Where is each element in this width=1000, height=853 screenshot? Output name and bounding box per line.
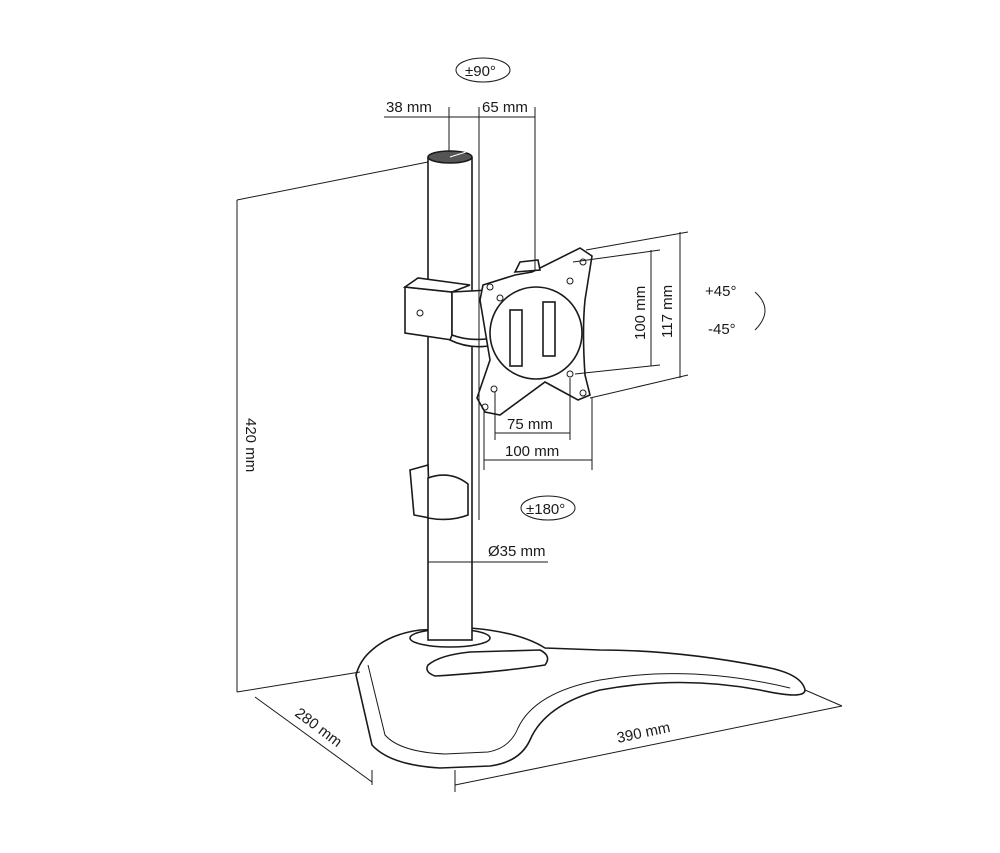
total-height-label: 420 mm	[242, 418, 259, 472]
tilt-up-label: +45°	[705, 283, 736, 300]
stand-base	[355, 627, 806, 769]
vesa-plate	[476, 247, 593, 416]
vesa-width-small-label: 75 mm	[507, 416, 553, 433]
pole-diameter-label: Ø35 mm	[488, 543, 546, 560]
vesa-height-small-label: 100 mm	[632, 286, 649, 340]
tilt-down-label: -45°	[708, 321, 736, 338]
pole	[427, 150, 473, 641]
plate-rotation-label: ±180°	[526, 501, 565, 518]
vesa-height-total-label: 117 mm	[659, 285, 676, 338]
cable-clip	[409, 463, 469, 521]
plate-offset-label: 65 mm	[482, 99, 528, 116]
vesa-width-large-label: 100 mm	[505, 443, 559, 460]
swivel-rotation-label: ±90°	[465, 63, 496, 80]
dimension-lines	[236, 57, 843, 792]
pole-offset-label: 38 mm	[386, 99, 432, 116]
base-depth-label: 280 mm	[292, 705, 346, 751]
